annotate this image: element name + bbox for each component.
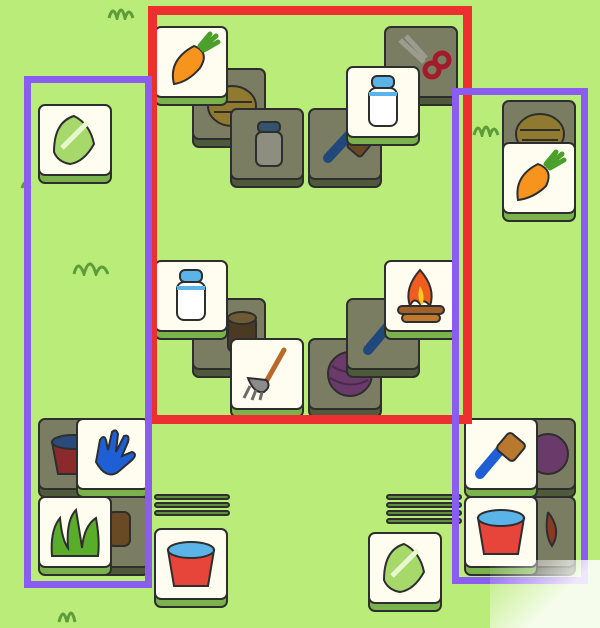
campfire-icon [545, 511, 558, 548]
glove-icon [94, 429, 136, 476]
tile-brush[interactable] [464, 418, 538, 498]
tile-stack-edge [386, 502, 462, 508]
bok-choy-icon [52, 114, 96, 166]
tile-milk-bottle[interactable] [154, 260, 228, 340]
tile-bucket[interactable] [464, 496, 538, 576]
milk-bottle-icon [255, 121, 283, 167]
tile-stack-edge [154, 510, 230, 516]
grass-tuft-decoration [72, 262, 110, 276]
tile-stack-edge [154, 502, 230, 508]
bucket-icon [166, 541, 216, 587]
grass-tuft-decoration [57, 611, 77, 623]
purple-highlight-frame-left [24, 76, 152, 588]
brush-icon [475, 432, 526, 479]
tile-carrot[interactable] [154, 26, 228, 106]
carrot-icon [516, 149, 567, 202]
tile-bok-choy[interactable] [368, 532, 442, 612]
grass-tuft-decoration [107, 8, 135, 20]
tile-stack-edge [386, 518, 462, 524]
tile-stack-edge [386, 494, 462, 500]
garden-shears-icon [398, 34, 452, 80]
tile-bok-choy[interactable] [38, 104, 112, 184]
grass-icon [50, 507, 100, 557]
purple-highlight-frame-right [452, 88, 588, 584]
tile-carrot[interactable] [502, 142, 576, 222]
bucket-icon [476, 509, 526, 555]
carrot-icon [172, 31, 221, 86]
campfire-icon [397, 268, 445, 323]
tile-stack-edge [154, 494, 230, 500]
bok-choy-icon [382, 542, 426, 594]
grass-tuft-decoration [472, 125, 500, 137]
tile-grass[interactable] [38, 496, 112, 576]
tile-milk-bottle[interactable] [346, 66, 420, 146]
milk-bottle-icon [176, 269, 206, 321]
tile-milk-bottle [230, 108, 304, 188]
tile-bucket[interactable] [154, 528, 228, 608]
milk-bottle-icon [368, 75, 398, 127]
pitchfork-icon [242, 347, 287, 401]
corner-overlay [490, 560, 600, 628]
tile-stack-edge [386, 510, 462, 516]
tile-glove[interactable] [76, 418, 150, 498]
red-highlight-frame [148, 6, 472, 424]
